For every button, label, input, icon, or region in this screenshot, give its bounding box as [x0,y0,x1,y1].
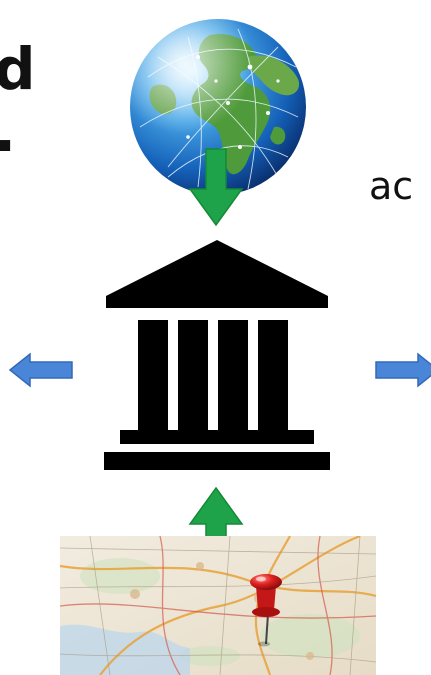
cropped-text-left-line2: . [0,97,16,165]
cropped-text-left: d . [0,38,36,162]
arrow-left [8,352,74,388]
cropped-text-right: ac [369,164,414,208]
map-with-pin-icon [60,536,376,675]
arrow-down-from-globe [186,147,246,227]
globe-icon [128,17,308,197]
cropped-text-left-line1: d [0,35,36,103]
arrow-right [374,352,431,388]
bank-building-icon [102,240,332,472]
